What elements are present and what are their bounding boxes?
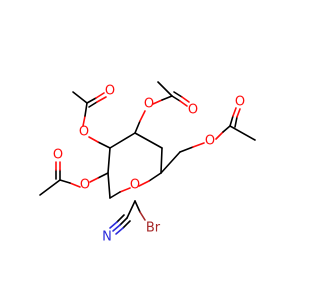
bond-o4-c-a: [215, 131, 224, 140]
bond-c1-br-a: [134, 200, 141, 213]
ester-oxygen-1-label: O: [79, 125, 89, 140]
bond-acyl-methyl-3: [39, 179, 61, 196]
bond-o1-c-a: [82, 115, 86, 127]
bromo-substituent: [134, 200, 146, 221]
carbonyl-oxygen-3-label: O: [53, 148, 63, 163]
bond-carbonyl-4a: [229, 115, 234, 127]
bond-triple-2a: [116, 214, 125, 223]
bond-c1-br-b: [139, 211, 146, 221]
acetoxy-group-2: [134, 81, 190, 134]
bromine-label: Br: [146, 221, 161, 236]
ester-oxygen-2-label: O: [144, 97, 154, 112]
bond-triple-3a: [122, 220, 131, 229]
acetoxy-group-3: [39, 161, 109, 196]
ring-bond-c5-o-b: [138, 180, 150, 187]
nitrile-group: [109, 200, 136, 235]
bond-carbonyl-1d: [96, 96, 107, 103]
bond-triple-1a: [119, 217, 128, 226]
bond-carbonyl-1c: [88, 101, 98, 108]
bond-o3-c-a: [69, 182, 81, 188]
bond-acyl-methyl-2: [157, 81, 173, 97]
bond-carbonyl-1b: [95, 92, 105, 99]
bond-carbonyl-2b: [179, 100, 188, 107]
atom-labels: O O O O O O O O O N Br: [53, 84, 245, 245]
ring-bond-c5-o-a: [148, 172, 162, 182]
ring-bond-c1-c2: [107, 172, 111, 199]
ester-oxygen-3-label: O: [80, 178, 90, 193]
bond-c-ch2: [160, 151, 181, 174]
bond-c-o2-a: [134, 120, 141, 134]
bond-carbonyl-2c: [173, 91, 183, 98]
ring-bond-o-c1-a: [119, 187, 131, 193]
ring-bond-c2-c3a: [107, 147, 111, 174]
bond-ch2-o4-b: [192, 142, 205, 148]
bond-o4-c-b: [222, 125, 231, 133]
bond-carbonyl-2a: [171, 95, 181, 102]
ring-bond-c4-c5: [160, 147, 163, 174]
ring-oxygen-label: O: [130, 178, 140, 193]
bond-o2-c-a: [152, 99, 163, 105]
bond-acyl-methyl-1: [72, 91, 88, 104]
ring-bond-c3-c4: [134, 132, 163, 149]
bond-carbonyl-4d: [236, 108, 241, 118]
ester-oxygen-4-label: O: [205, 134, 215, 149]
acetoxymethyl-group: [160, 107, 256, 174]
bond-carbonyl-4c: [234, 116, 238, 128]
acetoxy-group-1: [72, 91, 111, 149]
ring-bond-o-c1-b: [109, 191, 121, 199]
bond-c1-anomeric: [110, 198, 135, 201]
bond-o3-c-b: [59, 179, 71, 184]
bond-ch2-o4-a: [179, 146, 194, 153]
structure-canvas: O O O O O O O O O N Br: [39, 81, 256, 245]
bond-triple-3b: [115, 227, 124, 235]
bond-c-o1-a: [97, 141, 111, 149]
bond-carbonyl-2d: [181, 96, 190, 103]
bond-c-o1-b: [88, 136, 99, 143]
bond-o2-c-b: [161, 95, 173, 101]
carbonyl-oxygen-4-label: O: [235, 95, 245, 110]
nitrile-nitrogen-label: N: [102, 230, 112, 245]
bond-triple-1b: [112, 224, 121, 232]
bond-carbonyl-4b: [232, 107, 237, 117]
bond-o1-c-b: [84, 102, 88, 117]
bond-c1-cn: [126, 200, 136, 219]
bond-carbonyl-1a: [86, 97, 97, 104]
carbonyl-oxygen-2-label: O: [188, 103, 198, 118]
ring-bond-c3a-c3: [109, 132, 136, 149]
carbonyl-oxygen-1-label: O: [105, 84, 115, 99]
bond-triple-2b: [109, 221, 118, 229]
pyranose-ring: [107, 132, 163, 199]
bond-c-o2-b: [139, 110, 146, 122]
bond-acyl-methyl-4: [229, 125, 256, 141]
bond-c-o3-b: [89, 177, 99, 183]
bond-c-o3-a: [97, 172, 109, 179]
